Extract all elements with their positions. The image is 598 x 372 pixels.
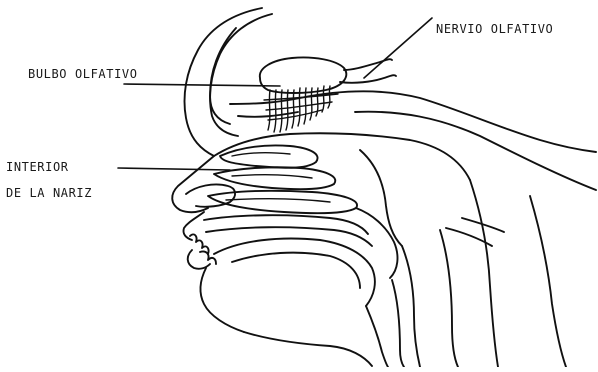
throat-line [392,280,404,367]
turbinate-detail [226,199,330,202]
nervio-olfativo-leader [364,18,432,78]
chin [200,268,244,332]
olfactory-bulb [260,57,346,93]
middle-turbinate [214,167,335,189]
pharynx-back [402,246,420,367]
upper-turbinate [220,145,318,167]
turbinate-detail [232,175,312,178]
upper-lip [183,212,204,240]
spine-back [470,180,498,367]
bulbo-olfativo-label: BULBO OLFATIVO [28,67,138,81]
cranial-base-line [230,91,596,152]
tongue-inner [232,253,360,288]
neck-back [530,196,566,367]
hard-palate-lower [206,227,372,246]
tongue [214,239,375,306]
bulbo-olfativo-leader [124,84,280,86]
skull-front-contour [210,28,236,124]
spine-front [440,230,458,367]
interior-nariz-label-line2: DE LA NARIZ [6,186,92,200]
nose-profile [172,156,214,212]
turbinate-detail [232,153,290,156]
jaw-line [244,332,372,366]
receptor-fiber [280,90,282,132]
receptor-fiber [286,90,288,130]
receptor-fiber [274,90,276,132]
interior-nariz-leader [118,168,230,170]
pharynx-front [366,306,388,367]
soft-palate [356,208,397,278]
olfactory-nerve-lower [340,75,396,83]
interior-nariz-label-line1: INTERIOR [6,160,69,174]
head-back-line [355,112,596,190]
skull-outer-contour [185,8,263,156]
brain-lower-line [238,112,298,117]
receptor-fiber [292,90,294,128]
nervio-olfativo-label: NERVIO OLFATIVO [436,22,553,36]
olfactory-nerve [344,59,392,70]
nasal-cavity-roof [214,133,470,180]
